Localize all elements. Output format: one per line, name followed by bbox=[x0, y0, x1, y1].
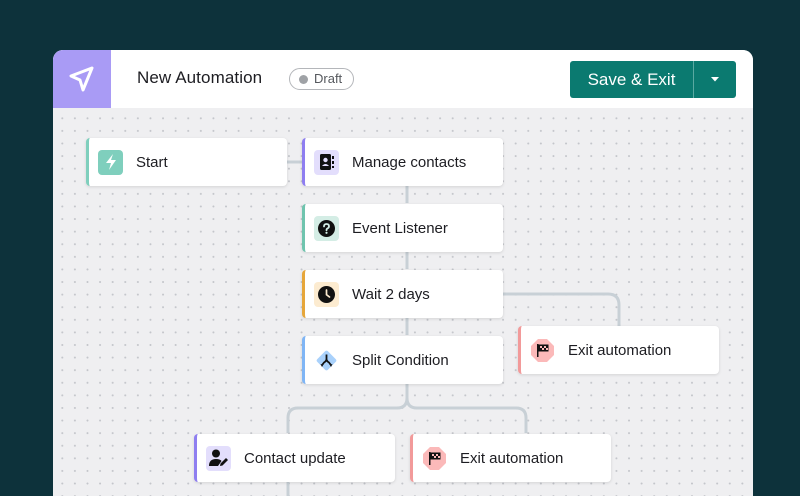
header-bar: New Automation Draft Save & Exit bbox=[53, 50, 753, 108]
status-dot-icon bbox=[299, 75, 308, 84]
logo[interactable] bbox=[53, 50, 111, 108]
paper-plane-icon bbox=[69, 66, 94, 92]
node-label: Start bbox=[136, 153, 168, 171]
question-circle-icon bbox=[318, 219, 335, 237]
automation-title[interactable]: New Automation bbox=[137, 68, 263, 87]
node-manage-contacts[interactable]: Manage contacts bbox=[302, 138, 503, 186]
node-label: Split Condition bbox=[352, 351, 449, 369]
node-exit-automation-2[interactable]: Exit automation bbox=[410, 434, 611, 482]
connector-lines bbox=[286, 160, 621, 496]
automation-window: New Automation Draft Save & Exit bbox=[53, 50, 753, 496]
node-label: Exit automation bbox=[568, 341, 672, 359]
status-badge-label: Draft bbox=[314, 71, 343, 86]
node-contact-update[interactable]: Contact update bbox=[194, 434, 395, 482]
contact-book-icon bbox=[319, 154, 334, 170]
node-wait[interactable]: Wait 2 days bbox=[302, 270, 503, 318]
node-label: Exit automation bbox=[460, 449, 564, 467]
node-label: Manage contacts bbox=[352, 153, 467, 171]
node-exit-automation-1[interactable]: Exit automation bbox=[518, 326, 719, 374]
checkered-flag-icon bbox=[531, 338, 554, 362]
clock-icon bbox=[318, 285, 335, 303]
workflow-canvas[interactable]: Start Manage contacts bbox=[53, 108, 753, 496]
node-label: Contact update bbox=[244, 449, 346, 467]
save-options-dropdown-button[interactable] bbox=[694, 61, 736, 98]
caret-down-icon bbox=[711, 77, 719, 82]
split-arrows-icon bbox=[316, 350, 337, 370]
node-start[interactable]: Start bbox=[86, 138, 287, 186]
node-label: Event Listener bbox=[352, 219, 448, 237]
node-label: Wait 2 days bbox=[352, 285, 430, 303]
node-event-listener[interactable]: Event Listener bbox=[302, 204, 503, 252]
save-button-group: Save & Exit bbox=[570, 61, 736, 98]
user-edit-icon bbox=[208, 449, 228, 466]
save-exit-button[interactable]: Save & Exit bbox=[570, 61, 694, 98]
status-badge: Draft bbox=[289, 68, 355, 90]
checkered-flag-icon bbox=[423, 446, 446, 470]
node-split-condition[interactable]: Split Condition bbox=[302, 336, 503, 384]
lightning-icon bbox=[105, 154, 116, 170]
